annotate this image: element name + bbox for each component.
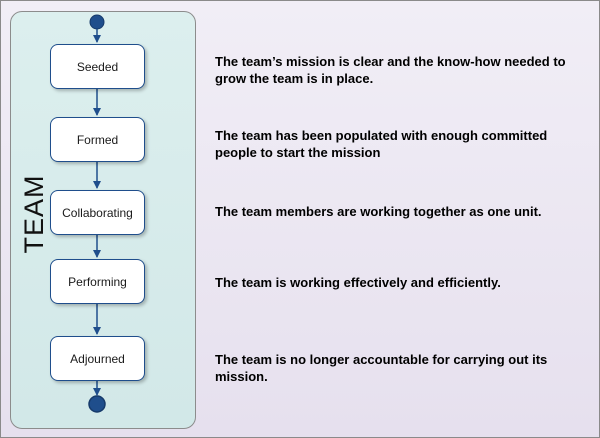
description-seeded: The team’s mission is clear and the know… [215, 54, 566, 86]
initial-node [89, 14, 105, 30]
description-collaborating: The team members are working together as… [215, 204, 542, 219]
state-performing: Performing [50, 259, 145, 304]
description-performing: The team is working effectively and effi… [215, 275, 501, 290]
description-adjourned: The team is no longer accountable for ca… [215, 352, 548, 384]
state-adjourned: Adjourned [50, 336, 145, 381]
state-formed: Formed [50, 117, 145, 162]
final-node [88, 395, 106, 413]
state-collaborating: Collaborating [50, 190, 145, 235]
description-formed: The team has been populated with enough … [215, 128, 548, 160]
state-seeded: Seeded [50, 44, 145, 89]
